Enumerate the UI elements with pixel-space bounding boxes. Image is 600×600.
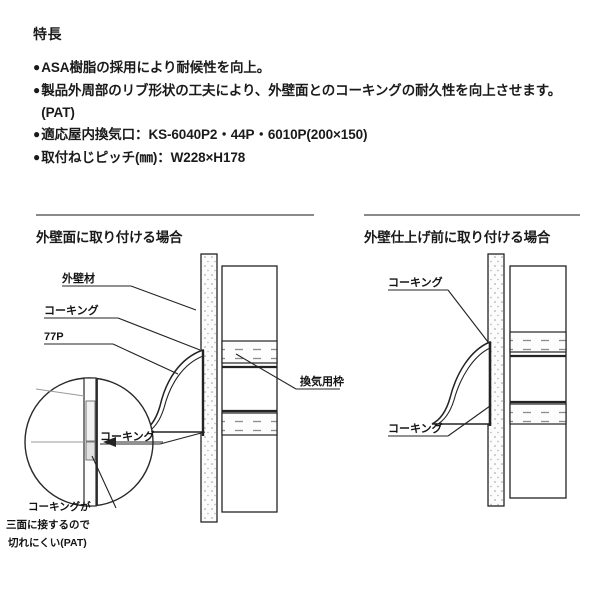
panel-right-heading: 外壁仕上げ前に取り付ける場合 [364, 230, 551, 245]
diagram-right-labels: コーキング コーキング [388, 275, 443, 435]
vent-hood [431, 340, 492, 426]
label-part-77p: 77P [44, 331, 64, 343]
page-title: 特長 [33, 26, 62, 42]
diagram-left-labels: 外壁材 コーキング 77P 換気用枠 コーキング コーキングが 三面に接するので… [6, 271, 344, 549]
vent-hood [141, 348, 205, 436]
feature-item: ● ASA樹脂の採用により耐候性を向上。 [33, 57, 578, 79]
label-outer-wall-material: 外壁材 [61, 271, 95, 285]
bullet-icon: ● [33, 127, 41, 142]
vent-body [221, 265, 278, 513]
features-list: ● ASA樹脂の採用により耐候性を向上。 ● 製品外周部のリブ形状の工夫により、… [33, 57, 578, 169]
leader-lines [388, 289, 491, 437]
label-caulking-bottom: コーキング [100, 429, 155, 443]
section-divider [364, 214, 580, 216]
detail-magnifier [24, 377, 154, 507]
label-caulking-top: コーキング [388, 275, 443, 289]
panel-right-header: 外壁仕上げ前に取り付ける場合 [364, 214, 582, 246]
vent-body [509, 265, 567, 499]
detail-note-line2: 三面に接するので [6, 518, 90, 531]
label-caulking-bottom: コーキング [388, 421, 443, 435]
feature-item: ● 適応屋内換気口：KS-6040P2・44P・6010P(200×150) [33, 124, 578, 146]
label-caulking-top: コーキング [44, 303, 99, 317]
label-vent-frame: 換気用枠 [300, 374, 344, 388]
diagram-pre-finish-mount: コーキング コーキング [360, 246, 600, 526]
leader-lines [44, 285, 340, 509]
panel-left-header: 外壁面に取り付ける場合 [36, 214, 316, 246]
feature-text: ASA樹脂の採用により耐候性を向上。 [41, 59, 271, 75]
feature-text: 取付ねじピッチ(㎜)：W228×H178 [41, 150, 246, 166]
bullet-icon: ● [33, 150, 41, 165]
bullet-icon: ● [33, 82, 41, 97]
feature-item: ● 取付ねじピッチ(㎜)：W228×H178 [33, 147, 578, 169]
feature-item: ● 製品外周部のリブ形状の工夫により、外壁面とのコーキングの耐久性を向上させます… [33, 80, 578, 124]
detail-note-line3: 切れにくい(PAT) [8, 537, 87, 549]
bullet-icon: ● [33, 59, 41, 74]
detail-note-line1: コーキングが [28, 500, 91, 513]
section-divider [36, 214, 314, 216]
feature-text: 適応屋内換気口：KS-6040P2・44P・6010P(200×150) [41, 127, 368, 143]
diagram-exterior-wall-mount: 外壁材 コーキング 77P 換気用枠 コーキング コーキングが 三面に接するので… [0, 246, 344, 576]
panel-left-heading: 外壁面に取り付ける場合 [36, 230, 183, 245]
feature-text: 製品外周部のリブ形状の工夫により、外壁面とのコーキングの耐久性を向上させます。(… [41, 82, 562, 120]
features-section: 特長 ● ASA樹脂の採用により耐候性を向上。 ● 製品外周部のリブ形状の工夫に… [33, 26, 578, 170]
